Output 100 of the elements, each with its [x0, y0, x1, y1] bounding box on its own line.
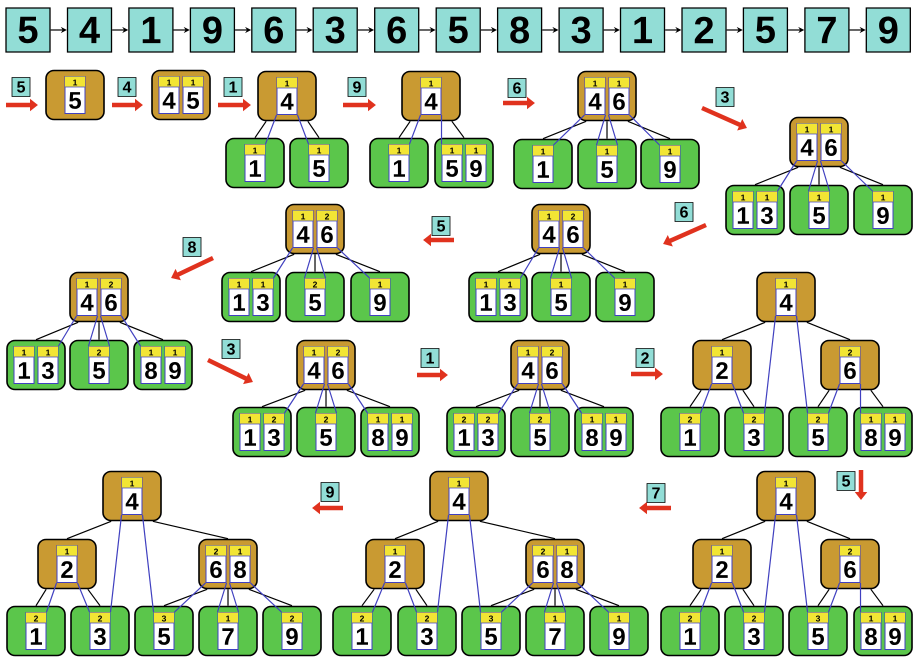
- tree-line: [840, 166, 884, 186]
- key-cell: 1 4: [121, 477, 143, 515]
- tree-line: [722, 322, 766, 340]
- sequence-box: 1: [128, 7, 174, 53]
- key-cell: 3 5: [807, 612, 829, 650]
- key-cell: 1 2: [711, 346, 733, 384]
- tree-line: [66, 520, 112, 540]
- tree-line: [490, 588, 534, 606]
- tree-line: [362, 588, 375, 606]
- tree-line: [539, 390, 541, 407]
- key-cell: 1 4: [303, 346, 325, 384]
- key-cell: 1 1: [239, 413, 261, 451]
- key-cell: 1 2: [711, 545, 733, 583]
- key-cell: 1 1: [13, 346, 35, 384]
- tree-line: [36, 588, 47, 606]
- key-cell: 1 9: [872, 191, 894, 229]
- key-cell: 1 3: [37, 346, 59, 384]
- tree-line: [254, 120, 267, 138]
- key-cell: 1 8: [229, 545, 251, 583]
- key-cell: 1 4: [584, 77, 606, 115]
- tree-line: [690, 588, 702, 606]
- tree-line: [606, 121, 608, 139]
- step-number-box: 6: [508, 78, 526, 98]
- step-number-box: 9: [320, 482, 340, 502]
- key-cell: 1 4: [538, 210, 560, 248]
- key-cell: 1 8: [367, 413, 389, 451]
- tree-line: [415, 588, 428, 606]
- key-cell: 1 7: [544, 612, 566, 650]
- key-cell: 2 5: [529, 413, 551, 451]
- tree-line: [542, 120, 586, 140]
- tree-line: [560, 390, 604, 408]
- key-cell: 2 1: [679, 413, 701, 451]
- tree-line: [498, 254, 540, 272]
- key-cell: 1 9: [164, 346, 186, 384]
- key-cell: 1 4: [76, 278, 98, 316]
- key-cell: 2 6: [839, 545, 861, 583]
- tree-line: [36, 322, 78, 340]
- sequence-box: 9: [190, 7, 236, 53]
- step-number-box: 1: [224, 77, 242, 97]
- key-cell: 2 6: [205, 545, 227, 583]
- step-number-box: 4: [118, 77, 136, 97]
- sequence-box: 4: [66, 7, 112, 53]
- tree-line: [690, 390, 702, 408]
- key-cell: 2 1: [351, 612, 373, 650]
- step-number-box: 6: [674, 202, 694, 222]
- tree-line: [818, 390, 830, 408]
- tree-line: [262, 390, 306, 408]
- tree-line: [346, 390, 390, 408]
- key-cell: 1 8: [581, 413, 603, 451]
- key-cell: 1 6: [608, 77, 630, 115]
- key-cell: 3 5: [480, 612, 502, 650]
- tree-line: [870, 588, 884, 606]
- key-cell: 2 6: [327, 346, 349, 384]
- key-cell: 1 8: [860, 612, 882, 650]
- key-cell: 2 5: [807, 413, 829, 451]
- tree-line: [870, 390, 884, 408]
- key-cell: 1 5: [550, 278, 572, 316]
- key-cell: 1 4: [276, 77, 298, 115]
- sequence-box: 1: [620, 7, 666, 53]
- key-cell: 1 6: [820, 123, 842, 161]
- tree-line: [164, 588, 208, 606]
- key-cell: 1 9: [884, 612, 906, 650]
- sequence-box: 5: [742, 7, 788, 53]
- tree-line: [394, 520, 438, 540]
- key-cell: 1 8: [556, 545, 578, 583]
- key-cell: 1 7: [217, 612, 239, 650]
- tree-line: [248, 588, 292, 606]
- key-cell: 1 9: [391, 413, 413, 451]
- key-cell: 2 3: [89, 612, 111, 650]
- key-cell: 1 4: [420, 77, 442, 115]
- sequence-box: 3: [558, 7, 604, 53]
- key-cell: 2 5: [88, 346, 110, 384]
- key-cell: 1 5: [441, 144, 463, 182]
- sequence-box: 5: [436, 7, 481, 53]
- key-cell: 1 2: [384, 545, 406, 583]
- sequence-box: 2: [681, 7, 727, 53]
- step-number-box: 3: [716, 87, 734, 107]
- tree-line: [742, 390, 754, 408]
- sequence-box: 3: [312, 7, 358, 53]
- key-cell: 1 5: [64, 76, 86, 114]
- key-cell: 1 9: [608, 612, 630, 650]
- key-cell: 2 3: [743, 413, 765, 451]
- key-cell: 2 1: [25, 612, 47, 650]
- key-cell: 1 9: [369, 278, 391, 316]
- tree-line: [227, 589, 229, 606]
- key-cell: 1 5: [596, 145, 618, 183]
- tree-line: [818, 588, 830, 606]
- key-cell: 2 5: [315, 413, 337, 451]
- key-cell: 1 4: [775, 278, 797, 316]
- key-cell: 1 4: [775, 477, 797, 515]
- key-cell: 2 6: [562, 210, 584, 248]
- step-number-box: 5: [836, 471, 856, 491]
- key-cell: 1 1: [228, 278, 250, 316]
- key-cell: 1 4: [796, 123, 818, 161]
- tree-line: [818, 167, 820, 185]
- tree-line: [250, 254, 294, 272]
- key-cell: 1 3: [252, 278, 274, 316]
- tree-line: [336, 254, 380, 272]
- tree-line: [325, 390, 327, 407]
- key-cell: 2 6: [541, 346, 563, 384]
